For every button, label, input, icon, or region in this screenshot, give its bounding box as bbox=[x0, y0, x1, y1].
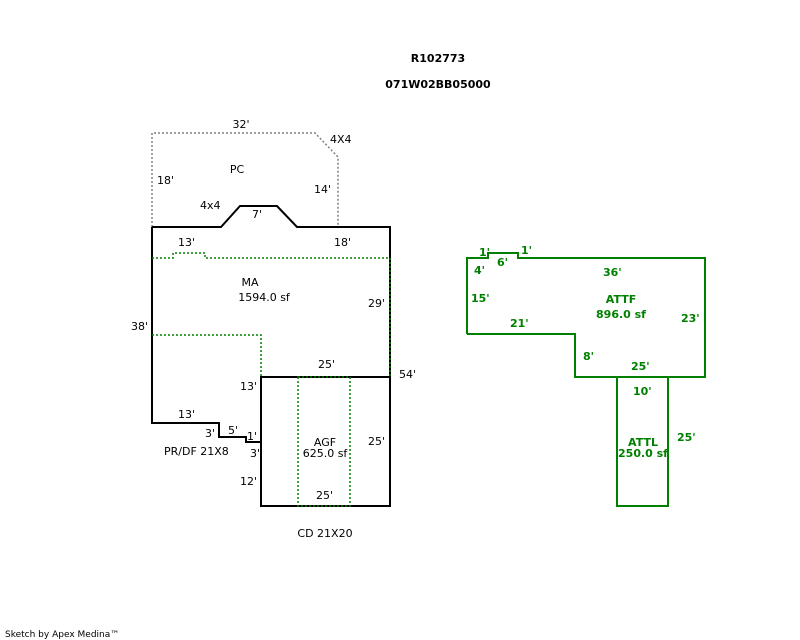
attl-dim-right: 25' bbox=[677, 431, 696, 444]
ma-label: MA bbox=[241, 276, 258, 289]
agf-dim-left-lower: 12' bbox=[240, 475, 257, 488]
cd-label: CD 21X20 bbox=[297, 527, 352, 540]
pc-dim-left: 18' bbox=[157, 174, 174, 187]
attf-dim-left: 15' bbox=[471, 292, 490, 305]
record-id: R102773 bbox=[411, 52, 465, 65]
pc-dim-peak: 7' bbox=[252, 208, 262, 221]
attf-dim-right: 23' bbox=[681, 312, 700, 325]
steps-dim-step1: 3' bbox=[205, 427, 215, 440]
attl-outline bbox=[616, 376, 669, 507]
pc-dim-peak-left: 4x4 bbox=[200, 199, 221, 212]
pc-dim-top: 32' bbox=[232, 118, 249, 131]
steps-dim-bottom: 13' bbox=[178, 408, 195, 421]
steps-dim-step4: 3' bbox=[250, 447, 260, 460]
agf-dim-left-upper: 13' bbox=[240, 380, 257, 393]
pc-dim-right: 14' bbox=[314, 183, 331, 196]
attf-label: ATTF bbox=[606, 293, 636, 306]
agf-interior bbox=[297, 376, 351, 507]
ma-area: 1594.0 sf bbox=[238, 291, 291, 304]
agf-dim-bottom: 25' bbox=[316, 489, 333, 502]
ma-lower-line bbox=[152, 334, 262, 377]
attf-dim-step: 8' bbox=[583, 350, 594, 363]
ma-dim-right: 29' bbox=[368, 297, 385, 310]
ma-interior-line bbox=[152, 252, 390, 259]
attf-dim-top: 36' bbox=[603, 266, 622, 279]
attf-dim-bottom-left: 21' bbox=[510, 317, 529, 330]
attf-dim-left-small: 4' bbox=[474, 264, 485, 277]
ma-dim-left: 38' bbox=[131, 320, 148, 333]
footer-credit: Sketch by Apex Medina™ bbox=[5, 630, 119, 640]
steps-dim-step2: 5' bbox=[228, 424, 238, 437]
pc-label: PC bbox=[230, 163, 245, 176]
agf-dim-top: 25' bbox=[318, 358, 335, 371]
attf-dim-notch-top: 6' bbox=[497, 256, 508, 269]
agf-dim-right: 25' bbox=[368, 435, 385, 448]
attf-dim-notch-left: 1' bbox=[479, 246, 490, 259]
steps-label: PR/DF 21X8 bbox=[164, 445, 229, 458]
ma-dim-outer-right: 54' bbox=[399, 368, 416, 381]
ma-dim-top-right: 18' bbox=[334, 236, 351, 249]
attf-dim-bottom-right: 25' bbox=[631, 360, 650, 373]
attl-dim-top: 10' bbox=[633, 385, 652, 398]
parcel-id: 071W02BB05000 bbox=[385, 78, 491, 91]
agf-area: 625.0 sf bbox=[303, 447, 349, 460]
ma-dim-bump: 13' bbox=[178, 236, 195, 249]
attl-area: 250.0 sf bbox=[618, 447, 668, 460]
steps-dim-step3: 1' bbox=[247, 430, 257, 443]
attl-label: ATTL bbox=[628, 436, 658, 449]
attf-area: 896.0 sf bbox=[596, 308, 646, 321]
pc-outline bbox=[151, 132, 339, 227]
pc-dim-corner: 4X4 bbox=[330, 133, 352, 146]
attf-outline bbox=[466, 252, 706, 378]
agf-label: AGF bbox=[314, 436, 336, 449]
attf-dim-notch-right: 1' bbox=[521, 244, 532, 257]
